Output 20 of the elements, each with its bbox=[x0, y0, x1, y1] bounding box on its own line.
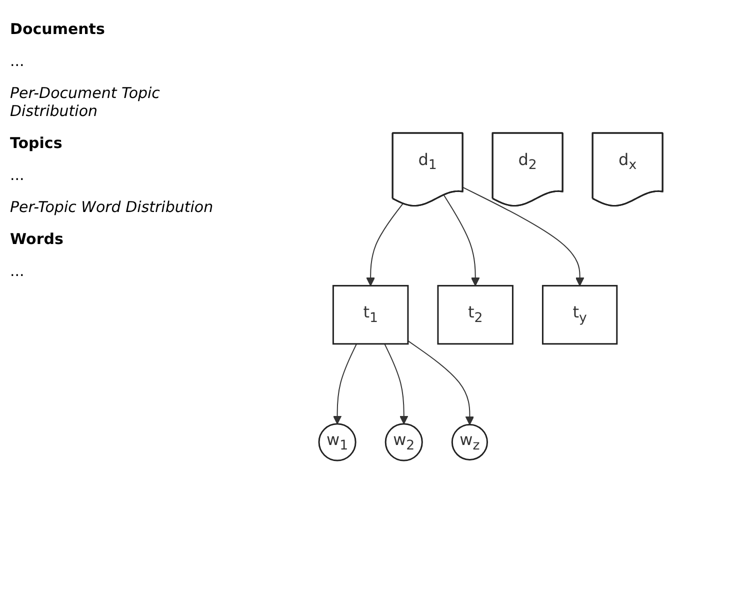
arrow bbox=[462, 186, 584, 286]
arrow bbox=[408, 340, 474, 425]
arrow bbox=[384, 343, 408, 424]
ellipsis: ... bbox=[10, 52, 26, 70]
node-circle: w$_{2}$ bbox=[385, 422, 424, 461]
node-box: t$_{1}$ bbox=[332, 284, 409, 344]
node-box: t$_{y}$ bbox=[542, 284, 618, 344]
row-label: Words bbox=[10, 230, 64, 248]
arrow bbox=[444, 194, 480, 286]
row-label: Topics bbox=[10, 134, 64, 152]
ellipsis: ... bbox=[10, 166, 26, 184]
note: Per-Topic Word Distribution bbox=[10, 198, 214, 216]
node-box: t$_{2}$ bbox=[437, 284, 514, 344]
note: Per-Document Topic Distribution bbox=[10, 84, 161, 120]
arrow bbox=[366, 202, 404, 286]
ellipsis: ... bbox=[10, 262, 26, 280]
node-circle: w$_{z}$ bbox=[452, 424, 488, 460]
arrow bbox=[333, 343, 358, 424]
row-label: Documents bbox=[10, 20, 106, 38]
node-circle: w$_{1}$ bbox=[318, 422, 357, 461]
